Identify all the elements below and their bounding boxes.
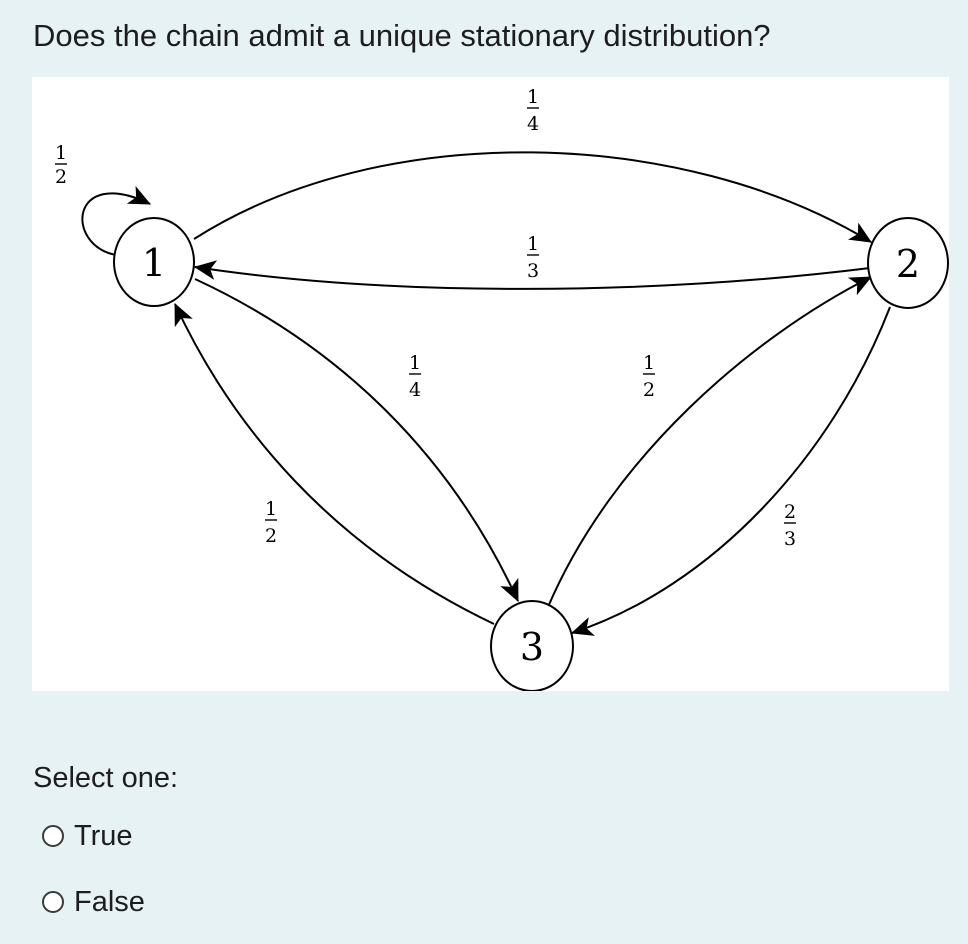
radio-true[interactable] [42,825,64,847]
svg-text:1: 1 [142,241,166,285]
svg-text:2: 2 [896,242,920,286]
svg-text:2: 2 [265,525,277,547]
svg-text:2: 2 [784,501,796,523]
option-true-label: True [74,820,133,852]
svg-text:1: 1 [643,352,655,374]
label-edge-3-to-2: 1 2 [643,352,655,401]
edge-1-self [81,185,151,256]
edge-1-to-3 [194,278,519,602]
svg-text:1: 1 [265,498,277,520]
edge-3-to-2 [547,276,872,608]
node-3: 3 [490,600,574,691]
svg-text:1: 1 [527,233,539,255]
edge-3-to-1 [174,303,495,625]
question-text: Does the chain admit a unique stationary… [33,18,771,53]
option-false-label: False [74,886,145,918]
option-false[interactable]: False [42,882,145,922]
node-2: 2 [867,217,949,309]
edge-2-to-3 [570,306,891,636]
radio-false[interactable] [42,891,64,913]
svg-text:3: 3 [520,625,544,669]
option-true[interactable]: True [42,816,133,856]
svg-text:1: 1 [527,86,539,108]
svg-text:2: 2 [55,166,67,188]
label-edge-1-to-3: 1 4 [409,352,421,401]
label-edge-2-to-1: 1 3 [527,233,539,282]
select-one-label: Select one: [33,762,179,794]
svg-text:3: 3 [527,260,539,282]
svg-text:1: 1 [409,352,421,374]
svg-text:1: 1 [55,142,67,164]
markov-chain-diagram: 1 2 3 1 2 1 4 1 3 1 4 [32,77,949,691]
svg-text:4: 4 [409,379,421,401]
svg-text:2: 2 [643,379,655,401]
svg-text:4: 4 [527,113,539,135]
edge-2-to-1 [193,260,871,290]
label-edge-2-to-3: 2 3 [784,501,796,550]
node-1: 1 [113,217,195,307]
label-edge-3-to-1: 1 2 [265,498,277,547]
label-edge-1-self: 1 2 [55,142,67,188]
edge-1-to-2 [193,151,872,243]
label-edge-1-to-2: 1 4 [527,86,539,135]
svg-text:3: 3 [784,528,796,550]
